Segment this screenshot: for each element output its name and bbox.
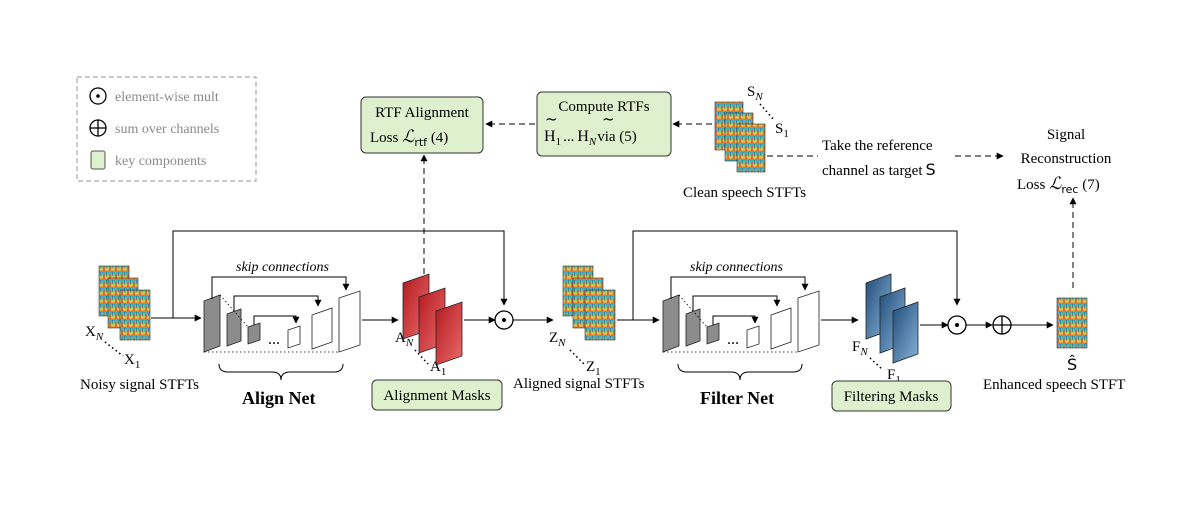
legend-frame — [76, 76, 257, 182]
skip-connection — [211, 276, 350, 299]
legend: element-wise mult sum over channels key … — [76, 76, 257, 182]
clean-top-label: SN — [747, 84, 763, 103]
enhanced-symbol: Ŝ — [1067, 355, 1077, 374]
skip-label: skip connections — [236, 260, 329, 275]
legend-label-key: key components — [115, 154, 206, 169]
filter-net-brace — [677, 363, 803, 381]
decoder-layer — [311, 307, 333, 350]
noisy-top-label: XN — [85, 324, 104, 343]
compute-rtfs-formula: H1...HNvia (5) — [544, 128, 637, 148]
filtering-masks-box — [831, 380, 952, 412]
layer-dots: ... — [727, 331, 739, 348]
noisy-spectrograms — [98, 265, 151, 341]
encoder-layer — [203, 294, 221, 353]
aligned-top-label: ZN — [549, 330, 566, 349]
channel-dots — [869, 357, 884, 371]
skip-connection — [253, 315, 300, 325]
rtf-loss-title: RTF Alignment — [375, 105, 470, 121]
noisy-bottom-label: X1 — [124, 352, 140, 371]
mask-f-bottom-label: F1 — [887, 367, 901, 386]
skip-connection — [712, 315, 759, 325]
legend-label-sum: sum over channels — [115, 122, 219, 137]
recon-loss-line1: Signal — [1047, 127, 1085, 143]
compute-rtfs-title: Compute RTFs — [558, 99, 649, 115]
odot-icon — [947, 315, 967, 335]
encoder-layer — [706, 322, 720, 345]
decoder-layer — [770, 307, 792, 350]
channel-dots — [759, 103, 775, 121]
enhanced-caption: Enhanced speech STFT — [983, 377, 1125, 393]
residual-connection — [632, 230, 961, 320]
spectrogram — [119, 289, 151, 341]
mask-layer — [435, 301, 463, 366]
spectrogram — [736, 123, 766, 173]
aligned-bottom-label: Z1 — [586, 359, 601, 378]
filtering-masks-label: Filtering Masks — [844, 389, 939, 405]
odot-icon — [89, 87, 107, 105]
decoder-layer — [797, 290, 820, 353]
skip-label: skip connections — [690, 260, 783, 275]
decoder-layer — [338, 290, 361, 353]
filtering-masks — [865, 273, 919, 364]
alignment-masks — [402, 273, 463, 366]
legend-label-mult: element-wise mult — [115, 90, 219, 105]
decoder-layer — [287, 325, 301, 349]
skip-connection — [670, 276, 809, 299]
tilde-mark: ~ — [602, 110, 615, 128]
recon-loss-formula: Loss ℒrec (7) — [1017, 174, 1100, 196]
mask-f-top-label: FN — [852, 339, 868, 358]
noisy-caption: Noisy signal STFTs — [80, 377, 199, 393]
mask-a-bottom-label: A1 — [430, 359, 446, 378]
alignment-masks-box — [371, 379, 503, 411]
encoder-layer — [247, 322, 261, 345]
aligned-caption: Aligned signal STFTs — [513, 376, 645, 392]
oplus-icon — [992, 315, 1012, 335]
reference-line1: Take the reference — [822, 138, 933, 154]
skip-connection — [233, 295, 322, 311]
residual-connection — [172, 230, 508, 318]
spectrogram — [584, 289, 616, 341]
align-net: ... skip connections — [203, 260, 361, 353]
filter-net-label: Filter Net — [700, 388, 774, 408]
oplus-icon — [89, 119, 107, 137]
clean-spectrograms — [714, 101, 766, 173]
layer-dots: ... — [268, 331, 280, 348]
clean-caption: Clean speech STFTs — [683, 185, 806, 201]
encoder-layer — [226, 308, 242, 347]
align-net-label: Align Net — [242, 388, 316, 408]
alignment-masks-label: Alignment Masks — [383, 388, 490, 404]
align-net-brace — [218, 363, 344, 381]
encoder-layer — [662, 294, 680, 353]
channel-dots — [104, 341, 124, 357]
odot-icon — [494, 310, 514, 330]
enhanced-spectrogram — [1056, 297, 1088, 349]
decoder-layer — [746, 325, 760, 349]
clean-bottom-label: S1 — [775, 121, 789, 140]
channel-dots — [414, 349, 429, 365]
aligned-spectrograms — [562, 265, 616, 341]
mask-layer — [892, 301, 919, 364]
encoder-layer — [685, 308, 701, 347]
rtf-loss-box — [360, 96, 484, 154]
skip-connection — [692, 295, 781, 311]
recon-loss-line2: Reconstruction — [1021, 151, 1112, 167]
green-box-icon — [90, 150, 106, 170]
filter-net: ... skip connections — [662, 260, 820, 353]
channel-dots — [569, 349, 585, 365]
rtf-loss-formula: Loss ℒrtf (4) — [370, 127, 448, 149]
compute-rtfs-box — [536, 91, 672, 157]
tilde-mark: ~ — [545, 110, 558, 128]
mask-a-top-label: AN — [395, 330, 414, 349]
